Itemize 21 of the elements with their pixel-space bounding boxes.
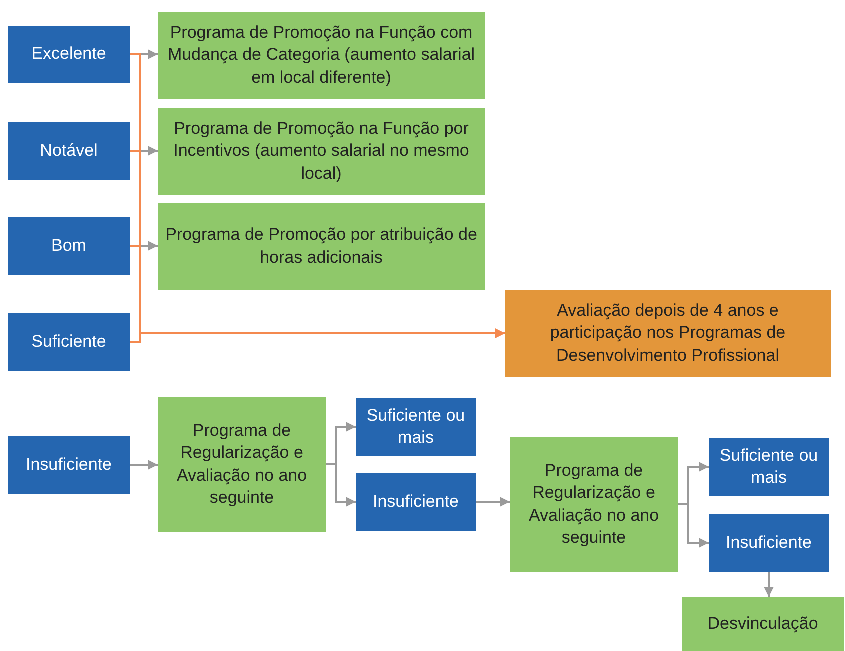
rating-box: Bom	[8, 217, 130, 275]
rating-box: Suficiente ou mais	[709, 438, 829, 496]
rating-box: Insuficiente	[356, 473, 476, 531]
arrow	[130, 460, 158, 470]
program-box: Programa de Promoção na Função com Mudança de Categoria (aumento salarial em local diferente)	[158, 12, 485, 99]
arrow	[764, 572, 774, 597]
arrow	[326, 464, 356, 507]
program-box: Desvinculação	[682, 597, 844, 651]
program-box: Programa de Promoção na Função por Incentivos (aumento salarial no mesmo local)	[158, 108, 485, 195]
rating-box: Excelente	[8, 26, 130, 83]
arrow	[476, 497, 510, 507]
program-box: Programa de Regularização e Avaliação no ano seguinte	[158, 397, 326, 532]
rating-box: Suficiente	[8, 313, 130, 371]
rating-box: Insuficiente	[709, 514, 829, 572]
program-box: Programa de Promoção por atribuição de horas adicionais	[158, 203, 485, 290]
rating-box: Insuficiente	[8, 436, 130, 494]
arrow	[130, 328, 505, 343]
rating-box: Suficiente ou mais	[356, 398, 476, 456]
rating-box: Notável	[8, 122, 130, 180]
evaluation-box: Avaliação depois de 4 anos e participação nos Programas de Desenvolvimento Profissional	[505, 290, 831, 377]
program-box: Programa de Regularização e Avaliação no ano seguinte	[510, 437, 678, 572]
